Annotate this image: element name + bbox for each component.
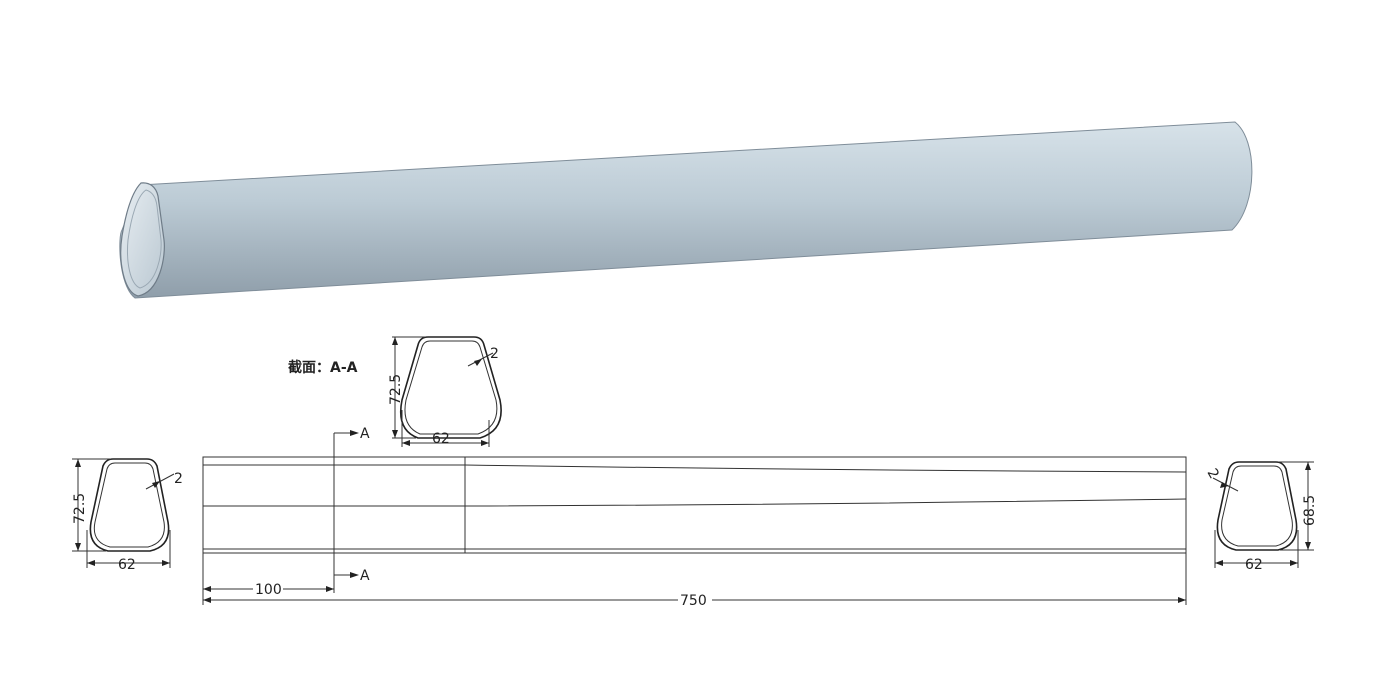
left-outer bbox=[89, 458, 170, 552]
right-height-dim: 68.5 bbox=[1302, 495, 1318, 526]
section-aa-outer bbox=[399, 336, 502, 439]
tube-body bbox=[119, 121, 1253, 299]
offset-dim: 100 bbox=[255, 582, 282, 598]
section-aa-inner bbox=[404, 340, 498, 435]
right-outer bbox=[1216, 461, 1298, 551]
tube-inner-edge bbox=[127, 189, 162, 289]
section-marker-bottom: A bbox=[360, 568, 370, 584]
section-aa-wall-dim: 2 bbox=[490, 346, 499, 362]
left-inner bbox=[93, 462, 165, 548]
section-marker-top: A bbox=[360, 426, 370, 442]
side-elevation: A A 100 750 bbox=[202, 426, 1187, 609]
left-width-dim: 62 bbox=[118, 557, 136, 573]
left-wall-dim: 2 bbox=[174, 471, 183, 487]
tube-open-end bbox=[120, 182, 165, 297]
left-height-dim: 72.5 bbox=[72, 493, 88, 524]
right-wall-dim: 2 bbox=[1204, 466, 1222, 482]
right-width-dim: 62 bbox=[1245, 557, 1263, 573]
tube-3d-render bbox=[119, 121, 1253, 299]
section-aa-profile: 72.5 62 2 bbox=[388, 336, 502, 447]
section-aa-width-dim: 62 bbox=[432, 431, 450, 447]
section-label: 截面：A-A bbox=[288, 359, 358, 376]
right-inner bbox=[1221, 465, 1293, 547]
right-end-profile: 68.5 62 2 bbox=[1204, 461, 1318, 573]
total-length-dim: 750 bbox=[680, 593, 707, 609]
left-end-profile: 72.5 62 2 bbox=[72, 458, 183, 573]
section-aa-height-dim: 72.5 bbox=[388, 374, 404, 405]
